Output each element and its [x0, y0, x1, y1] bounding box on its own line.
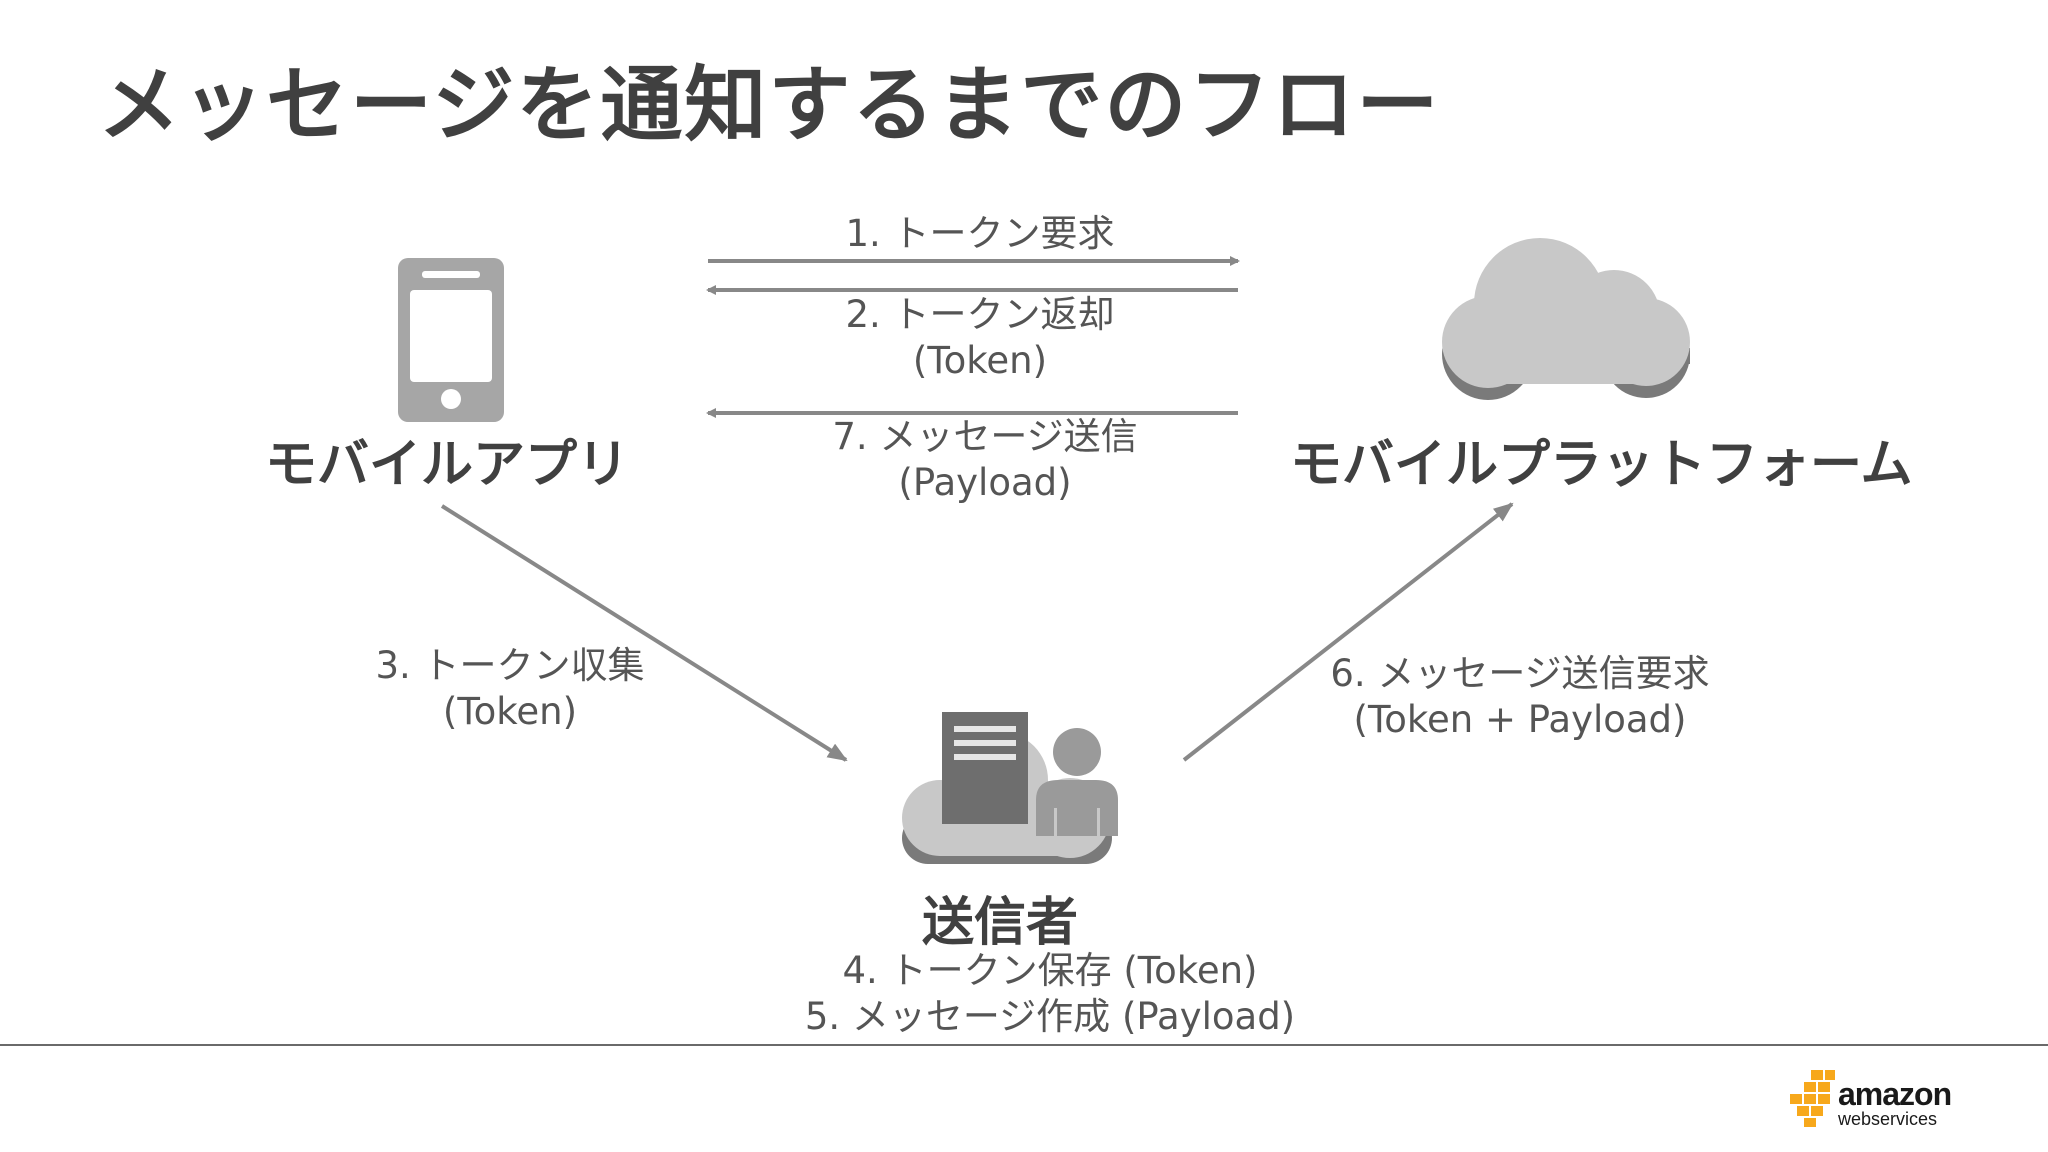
- aws-boxes-icon: [1790, 1070, 1835, 1127]
- arrow-message-send-request: [1182, 502, 1514, 762]
- step1-label: 1. トークン要求: [770, 211, 1190, 257]
- step7-sub: (Payload): [898, 461, 1072, 504]
- step6-text: 6. メッセージ送信要求: [1330, 652, 1710, 695]
- aws-logo-sub: webservices: [1838, 1109, 1938, 1129]
- step5-text: 5. メッセージ作成 (Payload): [804, 995, 1296, 1038]
- step2-label: 2. トークン返却 (Token): [770, 292, 1190, 384]
- step7-label: 7. メッセージ送信 (Payload): [770, 414, 1200, 506]
- step6-sub: (Token + Payload): [1353, 698, 1687, 741]
- footer-divider: [0, 1044, 2048, 1046]
- sender-icon: [902, 712, 1118, 864]
- mobile-platform-label: モバイルプラットフォーム: [1290, 435, 1913, 495]
- page-title: メッセージを通知するまでのフロー: [98, 58, 1441, 153]
- step4-5-label: 4. トークン保存 (Token) 5. メッセージ作成 (Payload): [770, 948, 1330, 1040]
- step6-label: 6. メッセージ送信要求 (Token + Payload): [1290, 651, 1750, 743]
- step7-text: 7. メッセージ送信: [832, 415, 1138, 458]
- cloud-icon: [1442, 238, 1690, 400]
- mobile-app-label: モバイルアプリ: [264, 435, 629, 495]
- aws-logo-word: amazon: [1838, 1076, 1952, 1112]
- arrow-token-collect: [440, 504, 848, 762]
- step3-text: 3. トークン収集: [375, 644, 645, 687]
- step3-label: 3. トークン収集 (Token): [330, 643, 690, 735]
- step1-text: 1. トークン要求: [845, 212, 1115, 255]
- sender-label: 送信者: [921, 893, 1078, 953]
- step4-text: 4. トークン保存 (Token): [842, 949, 1258, 992]
- step2-sub: (Token): [912, 339, 1048, 382]
- step2-text: 2. トークン返却: [845, 293, 1115, 336]
- smartphone-icon: [398, 258, 504, 422]
- step3-sub: (Token): [442, 690, 578, 733]
